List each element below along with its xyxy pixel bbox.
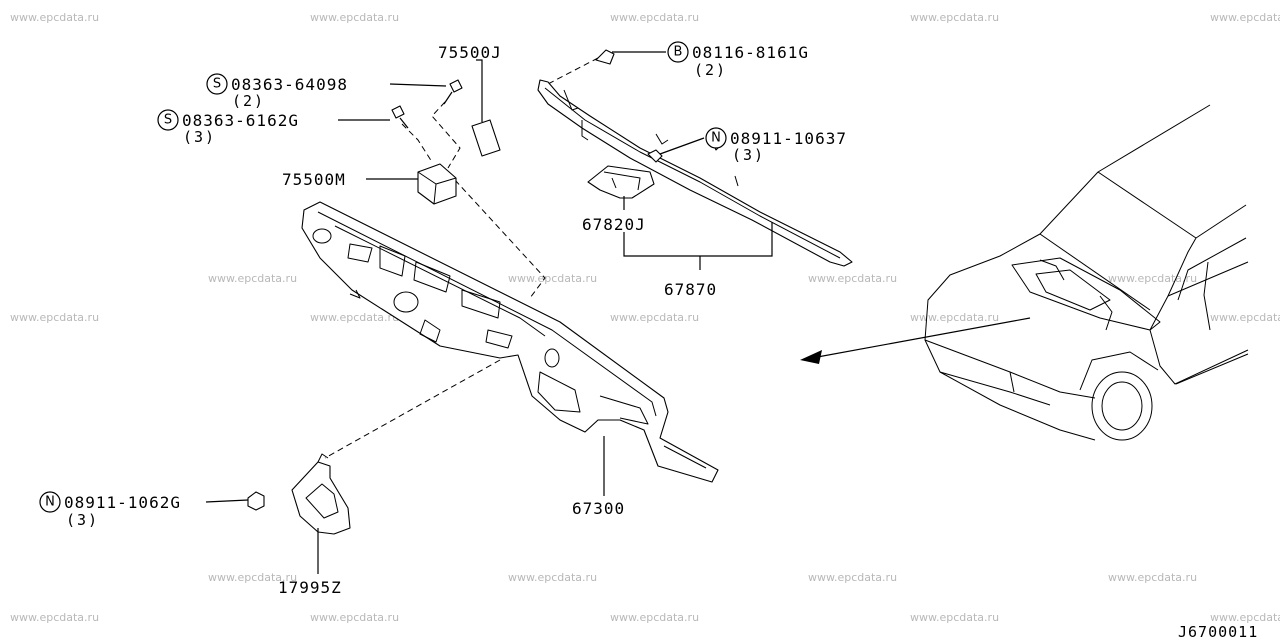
watermark-text: www.epcdata.ru	[808, 571, 897, 584]
watermark-text: www.epcdata.ru	[1210, 11, 1280, 24]
callout-08911-1062g: N 08911-1062G (3)	[39, 491, 181, 529]
part-quantity: (2)	[232, 92, 265, 110]
symbol-letter: S	[164, 113, 172, 128]
part-quantity: (3)	[732, 146, 765, 164]
watermark-text: www.epcdata.ru	[208, 571, 297, 584]
part-number: 08363-6162G	[182, 111, 299, 130]
watermark-text: www.epcdata.ru	[610, 611, 699, 624]
standard-part-symbol-icon	[157, 109, 179, 131]
leader-lines	[205, 51, 773, 574]
watermark-text: www.epcdata.ru	[508, 571, 597, 584]
watermark-text: www.epcdata.ru	[508, 272, 597, 285]
part-number: 08911-10637	[730, 129, 847, 148]
part-number: 67820J	[582, 215, 646, 234]
watermark-text: www.epcdata.ru	[310, 311, 399, 324]
watermark-text: www.epcdata.ru	[1210, 311, 1280, 324]
callout-08911-10637: N 08911-10637 (3)	[705, 127, 847, 164]
cowl-panel-67300	[301, 201, 719, 483]
direction-arrow	[800, 317, 1031, 364]
watermark-text: www.epcdata.ru	[1210, 611, 1280, 624]
callout-67300: 67300	[572, 499, 625, 518]
bracket-67820j	[587, 165, 655, 199]
bracket-17995z	[291, 453, 351, 535]
part-number: 08363-64098	[231, 75, 348, 94]
diagram-code: J6700011	[1178, 623, 1258, 640]
watermark-text: www.epcdata.ru	[10, 311, 99, 324]
watermark-layer: www.epcdata.ru www.epcdata.ru www.epcdat…	[10, 11, 1280, 624]
callout-67870: 67870	[664, 280, 717, 299]
standard-part-symbol-icon	[705, 127, 727, 149]
watermark-text: www.epcdata.ru	[610, 311, 699, 324]
callout-75500m: 75500M	[282, 170, 346, 189]
standard-part-symbol-icon	[667, 41, 689, 63]
watermark-text: www.epcdata.ru	[10, 611, 99, 624]
callout-08363-64098: S 08363-64098 (2)	[206, 73, 348, 110]
standard-part-symbol-icon	[206, 73, 228, 95]
callout-08363-6162g: S 08363-6162G (3)	[157, 109, 299, 146]
screw-08363-6162g	[391, 105, 409, 129]
watermark-text: www.epcdata.ru	[10, 11, 99, 24]
assembly-dashed-lines	[324, 57, 599, 459]
watermark-text: www.epcdata.ru	[310, 11, 399, 24]
watermark-text: www.epcdata.ru	[208, 272, 297, 285]
callout-08116-8161g: B 08116-8161G (2)	[667, 41, 809, 79]
pad-75500j	[471, 119, 501, 157]
clip-08911-10637	[647, 149, 663, 163]
vehicle-overview	[924, 104, 1249, 441]
part-number: 75500M	[282, 170, 346, 189]
part-number: 08911-1062G	[64, 493, 181, 512]
part-quantity: (3)	[66, 511, 99, 529]
symbol-letter: N	[45, 495, 55, 510]
bracket-75500m	[417, 163, 457, 205]
part-number: 67300	[572, 499, 625, 518]
watermark-text: www.epcdata.ru	[910, 611, 999, 624]
part-number: 08116-8161G	[692, 43, 809, 62]
watermark-text: www.epcdata.ru	[310, 611, 399, 624]
symbol-letter: S	[213, 77, 221, 92]
watermark-text: www.epcdata.ru	[808, 272, 897, 285]
clip-08911-1062g	[247, 491, 265, 511]
standard-part-symbol-icon	[39, 491, 61, 513]
symbol-letter: B	[674, 45, 683, 60]
watermark-text: www.epcdata.ru	[910, 11, 999, 24]
watermark-text: www.epcdata.ru	[1108, 571, 1197, 584]
part-number: 75500J	[438, 43, 502, 62]
callout-67820j: 67820J	[582, 215, 646, 234]
part-number: 67870	[664, 280, 717, 299]
watermark-text: www.epcdata.ru	[910, 311, 999, 324]
watermark-text: www.epcdata.ru	[610, 11, 699, 24]
part-number: 17995Z	[278, 578, 342, 597]
callout-75500j: 75500J	[438, 43, 502, 62]
symbol-letter: N	[711, 131, 721, 146]
part-quantity: (2)	[694, 61, 727, 79]
screw-08363-64098	[443, 79, 463, 105]
callout-17995z: 17995Z	[278, 578, 342, 597]
part-quantity: (3)	[183, 128, 216, 146]
